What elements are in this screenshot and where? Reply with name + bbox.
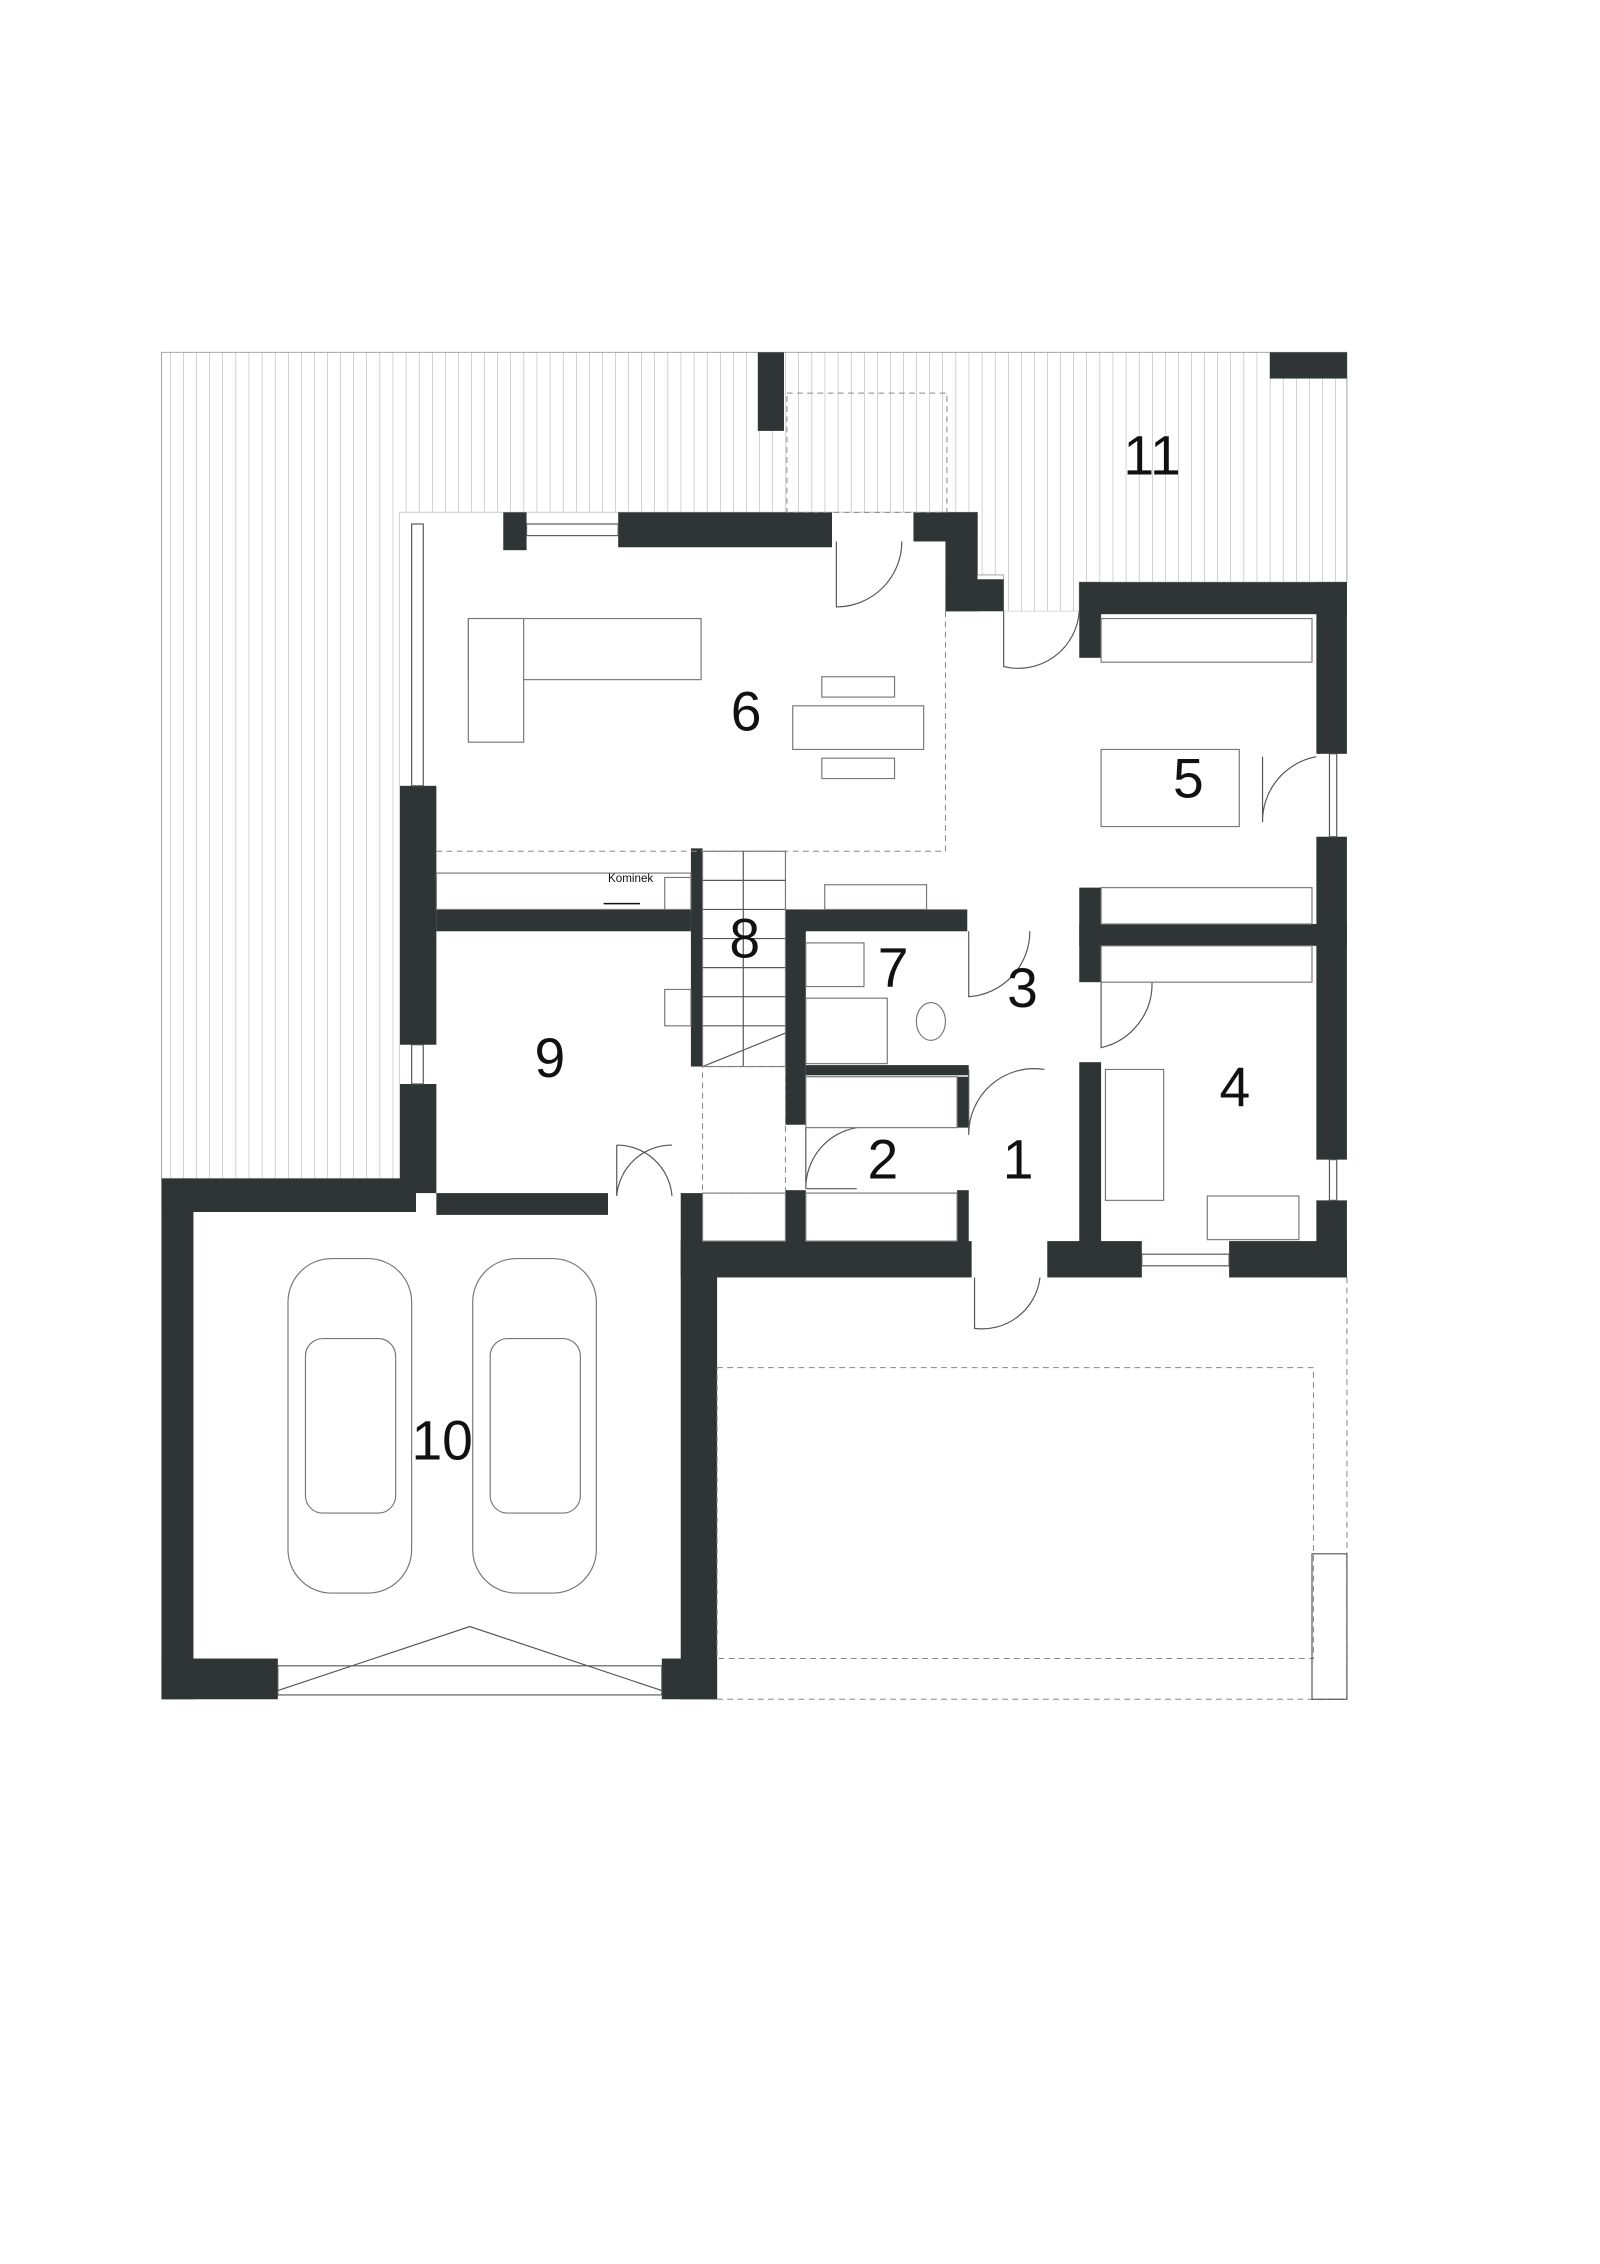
post xyxy=(1311,1553,1348,1700)
car-left xyxy=(287,1257,413,1594)
room-number-5: 5 xyxy=(1173,748,1204,810)
car-right xyxy=(472,1257,597,1594)
fireplace-label: Kominek xyxy=(608,872,653,885)
room-number-11: 11 xyxy=(1123,425,1180,487)
furniture xyxy=(435,617,1313,1242)
room-number-1: 1 xyxy=(1003,1129,1034,1191)
room-number-4: 4 xyxy=(1220,1056,1251,1118)
room-number-7: 7 xyxy=(878,937,909,999)
room-number-2: 2 xyxy=(868,1129,899,1191)
stairs xyxy=(701,850,787,1194)
walls xyxy=(161,352,1347,1700)
room-number-10: 10 xyxy=(411,1409,472,1471)
room-number-3: 3 xyxy=(1007,957,1038,1019)
room-number-8: 8 xyxy=(729,908,760,970)
room-number-9: 9 xyxy=(534,1027,565,1089)
house-floor xyxy=(161,512,1347,1700)
doors[interactable] xyxy=(277,541,1317,1696)
windows xyxy=(411,523,1338,1267)
room-number-6: 6 xyxy=(731,681,762,743)
